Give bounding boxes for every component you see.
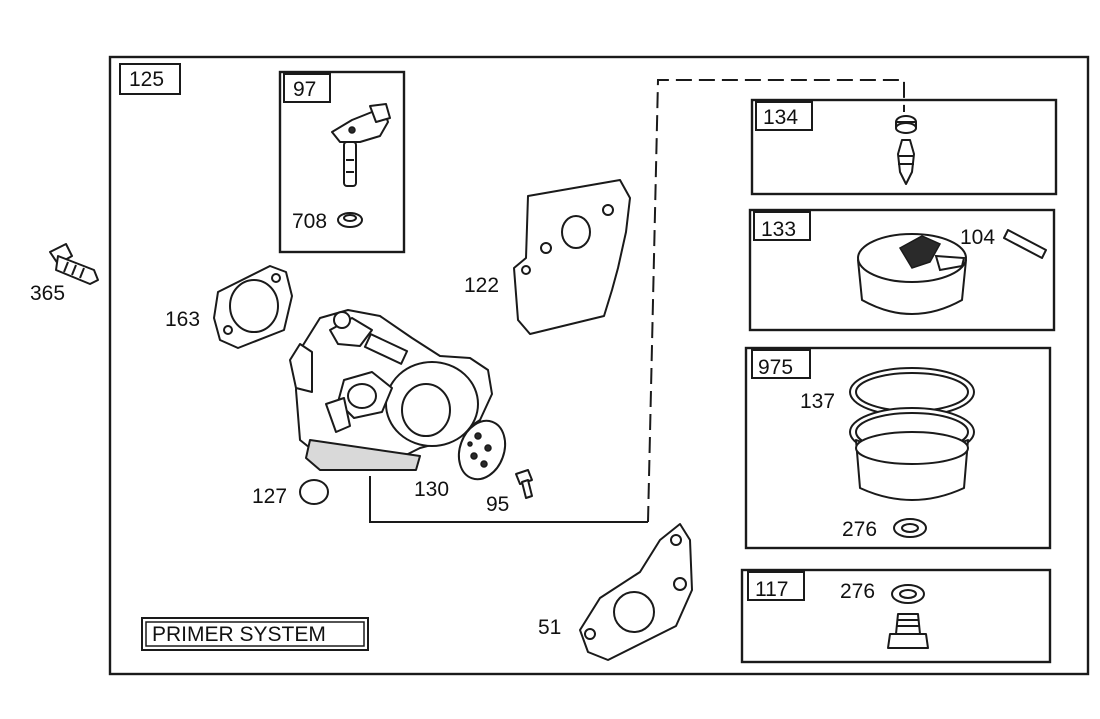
dashed-leader xyxy=(647,79,905,523)
primer-system-box xyxy=(141,617,369,651)
callout-276-b: 276 xyxy=(840,580,875,603)
callout-95: 95 xyxy=(486,493,509,516)
part-51-gasket xyxy=(579,523,693,661)
tag-box-125 xyxy=(119,63,181,95)
tag-box-133 xyxy=(753,211,811,241)
tag-box-975 xyxy=(751,349,811,379)
callout-708: 708 xyxy=(292,210,327,233)
tag-975: 975 xyxy=(758,356,793,379)
frame-125 xyxy=(108,55,1090,676)
part-122-plate xyxy=(513,179,631,335)
callout-122: 122 xyxy=(464,274,499,297)
callout-163: 163 xyxy=(165,308,200,331)
tag-117: 117 xyxy=(755,578,788,601)
primer-assembly-drawing xyxy=(331,103,391,187)
part-133-float xyxy=(857,233,967,315)
part-104-pin xyxy=(1003,229,1047,259)
callout-365: 365 xyxy=(30,282,65,305)
frame-134 xyxy=(750,98,1058,196)
part-117-bolt xyxy=(887,613,929,649)
part-365-stud xyxy=(49,243,99,285)
callout-104: 104 xyxy=(960,226,995,249)
part-163-gasket xyxy=(213,265,293,349)
part-130-diaphragm xyxy=(457,419,507,481)
callout-137: 137 xyxy=(800,390,835,413)
callout-127: 127 xyxy=(252,485,287,508)
part-134-needle-seat xyxy=(895,115,917,185)
carburetor-body-drawing xyxy=(289,309,493,471)
callout-51: 51 xyxy=(538,616,561,639)
callout-276-a: 276 xyxy=(842,518,877,541)
tag-97: 97 xyxy=(293,78,316,101)
tag-134: 134 xyxy=(763,106,798,129)
frame-117 xyxy=(740,568,1052,664)
frame-97 xyxy=(278,70,406,254)
tag-133: 133 xyxy=(761,218,796,241)
part-127-plug xyxy=(299,479,329,505)
part-975-bowl xyxy=(855,431,969,501)
callout-130: 130 xyxy=(414,478,449,501)
tag-box-134 xyxy=(755,101,813,131)
tag-box-117 xyxy=(747,571,805,601)
primer-system-label: PRIMER SYSTEM xyxy=(152,623,326,646)
frame-133 xyxy=(748,208,1056,332)
tag-box-97 xyxy=(283,73,331,103)
frame-975 xyxy=(744,346,1052,550)
part-95-screw xyxy=(515,469,533,499)
leader-carb-bottom xyxy=(369,476,648,523)
tag-125: 125 xyxy=(129,68,164,91)
